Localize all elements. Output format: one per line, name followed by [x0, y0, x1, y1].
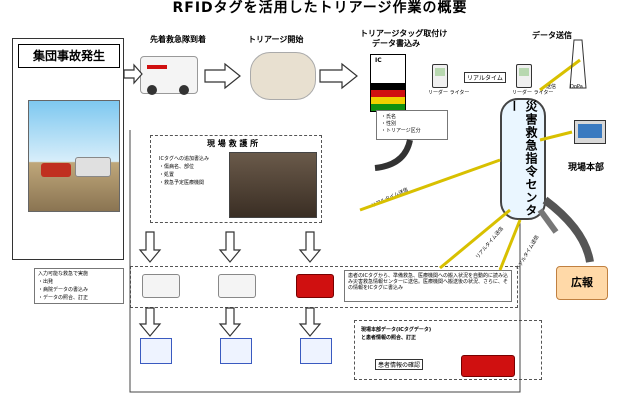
- step-tag-attach-label: トリアージタッグ取付け: [360, 29, 448, 38]
- reader1-label: リーダー ライター: [428, 90, 470, 96]
- bottom-line2: と患者情報の照合、訂正: [361, 335, 417, 341]
- lightning-bolt: [539, 58, 581, 92]
- ic-tag-label: IC: [375, 57, 382, 64]
- ic-tag-item: ・性別: [381, 121, 397, 127]
- bottom-data-box: 現場本部データ(ICタグデータ) と患者情報の照合、訂正 患者情報の確認: [354, 320, 542, 380]
- arrow-down-icon: [218, 307, 242, 337]
- send-label: 送信: [546, 84, 557, 90]
- outer-connector: [129, 130, 521, 393]
- patient-info-confirm: 患者情報の確認: [375, 359, 424, 370]
- bottom-line1: 現場本部データ(ICタグデータ): [361, 327, 432, 333]
- page-title: RFIDタグを活用したトリアージ作業の概要: [172, 0, 468, 16]
- antenna-tower-icon: [569, 39, 587, 89]
- arrow-right-icon: [123, 63, 143, 85]
- ambulance-icon: [218, 274, 256, 298]
- car-icon: [41, 163, 71, 177]
- ic-tag-items-note: ・氏名 ・性別 ・トリアージ区分: [376, 110, 448, 140]
- lightning-bolt: [359, 158, 501, 212]
- scene-aid-item: ICタグへの追加書込み: [159, 156, 209, 162]
- reader-screen: [435, 68, 445, 76]
- accident-scene-image: [28, 100, 120, 212]
- lightning-bolt: [439, 208, 511, 270]
- ambulance-icon: [140, 56, 198, 95]
- left-note-line: ・病院データの書込み: [38, 287, 89, 293]
- wheel-icon: [179, 85, 189, 95]
- hospital-note-text: 患者のICタグから、準備救急、医療機関への搬入状況を自動的に読み込み災害救急情報…: [348, 273, 508, 291]
- step-triage-start-label: トリアージ開始: [248, 35, 304, 44]
- scene-aid-station: 現 場 救 護 所 ICタグへの追加書込み ・傷病名、部位 ・処置 ・救急予定医…: [150, 135, 322, 223]
- left-note-line: ・出発: [38, 279, 54, 285]
- ic-tag-item: ・氏名: [381, 114, 397, 120]
- ic-tag: IC: [370, 54, 406, 112]
- triage-hands-image: [250, 52, 316, 100]
- reader-screen: [519, 68, 529, 76]
- reader-writer-icon: [432, 64, 448, 88]
- ambulance-stripe: [147, 65, 167, 69]
- command-center: 災害救急指令センター: [500, 98, 546, 220]
- tag-green-band: [371, 104, 405, 111]
- fire-truck-icon: [296, 274, 334, 298]
- bus-icon: [75, 157, 111, 177]
- scene-aid-item: ・処置: [159, 172, 175, 178]
- tag-yellow-band: [371, 97, 405, 104]
- left-note-line: ・データの照合、訂正: [38, 295, 89, 301]
- pr-box: 広報: [556, 266, 608, 300]
- arrow-down-icon: [218, 231, 242, 263]
- scene-aid-item: ・傷病名、部位: [159, 164, 195, 170]
- arrow-right-icon: [204, 62, 241, 90]
- curved-arrow: [374, 139, 413, 171]
- fire-truck-icon: [461, 355, 515, 377]
- arrow-down-icon: [298, 231, 322, 263]
- left-note: 入力可能な救急で実施 ・出発 ・病院データの書込み ・データの照合、訂正: [34, 268, 124, 304]
- ambulance-icon: [142, 274, 180, 298]
- arrow-right-icon: [319, 62, 358, 90]
- hospital-icon: [140, 338, 172, 364]
- hospital-icon: [300, 338, 332, 364]
- scene-aid-item: ・救急予定医療機関: [159, 180, 205, 186]
- ic-tag-item: ・トリアージ区分: [381, 128, 421, 134]
- reader-writer-icon-2: [516, 64, 532, 88]
- hospital-icon: [220, 338, 252, 364]
- tag-red-band: [371, 90, 405, 97]
- step-arrival-label: 先着救急隊到着: [150, 35, 206, 44]
- tag-black-band: [371, 83, 405, 90]
- hq-label: 現場本部: [568, 163, 605, 173]
- step-data-write-label: データ書込み: [372, 39, 420, 48]
- arrow-down-icon: [298, 307, 322, 337]
- reader2-label: リーダー ライター: [512, 90, 554, 96]
- rescue-workers-photo: [229, 152, 317, 218]
- monitor-screen: [578, 124, 602, 138]
- computer-icon: [574, 120, 606, 144]
- realtime-label: リアルタイム: [464, 72, 506, 83]
- hospital-note: 患者のICタグから、準備救急、医療機関への搬入状況を自動的に読み込み災害救急情報…: [344, 270, 512, 302]
- lightning-bolt: [498, 219, 522, 271]
- left-note-line: 入力可能な救急で実施: [38, 271, 89, 277]
- step-data-send-label: データ送信: [532, 31, 572, 40]
- arrow-to-pr-2: [537, 208, 559, 234]
- arrow-down-icon: [138, 231, 162, 263]
- arrow-to-pr: [542, 196, 594, 263]
- scene-aid-title: 現 場 救 護 所: [207, 139, 259, 148]
- lightning-bolt: [539, 130, 573, 142]
- antenna-label: DoPa: [570, 84, 583, 90]
- wheel-icon: [147, 85, 157, 95]
- arrow-down-icon: [138, 307, 162, 337]
- incident-title: 集団事故発生: [18, 44, 120, 68]
